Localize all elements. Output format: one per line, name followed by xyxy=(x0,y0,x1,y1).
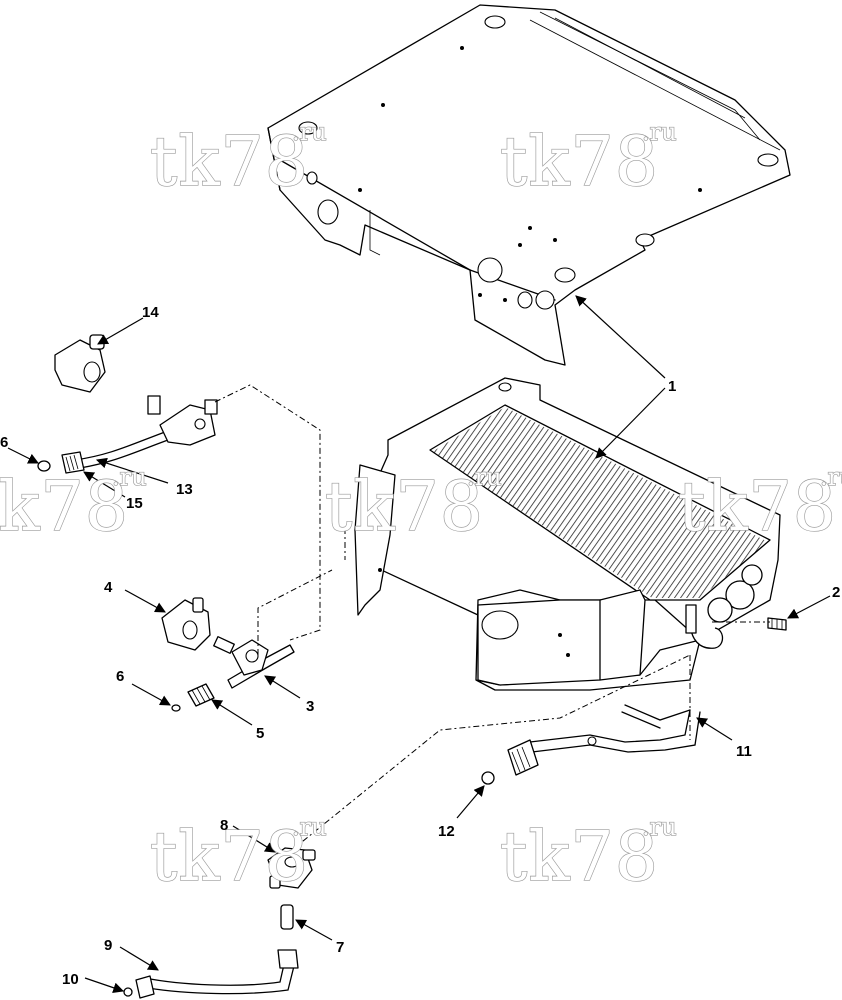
o-ring-12 xyxy=(481,771,495,785)
callouts: 1 2 3 4 5 6 6 7 8 9 10 11 12 13 14 15 xyxy=(0,304,840,988)
leader-8 xyxy=(232,825,276,853)
watermark-suffix-3: .ru xyxy=(112,463,147,491)
evaporator-coil xyxy=(354,377,781,691)
fitting-5 xyxy=(187,683,215,707)
watermark-2: tk78 xyxy=(500,123,659,202)
tube-stub-7 xyxy=(280,904,294,930)
callout-4: 4 xyxy=(104,579,113,596)
watermark-suffix-5: .ru xyxy=(820,463,842,491)
coil-part-14 xyxy=(54,334,106,393)
callout-10: 10 xyxy=(62,971,79,988)
callout-8: 8 xyxy=(220,817,228,834)
callout-15: 15 xyxy=(126,495,143,512)
tube-9 xyxy=(135,949,299,999)
o-ring-10 xyxy=(123,987,133,997)
watermark-suffix-2: .ru xyxy=(642,118,677,146)
leader-13 xyxy=(95,457,169,484)
watermark-5: tk78 xyxy=(678,468,837,547)
watermark-4: tk78 xyxy=(325,468,484,547)
callout-11: 11 xyxy=(736,743,752,760)
watermark-suffix-7: .ru xyxy=(642,813,677,841)
watermarks: tk78 .ru tk78 .ru tk78 .ru tk78 .ru tk78… xyxy=(0,117,842,897)
leader-1a xyxy=(575,295,666,379)
callout-2: 2 xyxy=(832,584,840,601)
leader-7 xyxy=(295,919,333,941)
watermark-6: tk78 xyxy=(150,818,309,897)
tube-11 xyxy=(507,704,701,776)
watermark-1: tk78 xyxy=(150,123,309,202)
callout-6-upper: 6 xyxy=(0,434,8,451)
coil-part-4 xyxy=(161,597,211,651)
leaders xyxy=(7,295,831,993)
callout-9: 9 xyxy=(104,937,112,954)
leader-3 xyxy=(264,675,301,699)
callout-14: 14 xyxy=(142,304,159,321)
watermark-suffix-6: .ru xyxy=(292,813,327,841)
watermark-suffix-1: .ru xyxy=(292,118,327,146)
fitting-2 xyxy=(767,617,787,631)
callout-1: 1 xyxy=(668,378,676,395)
watermark-3: tk78 xyxy=(0,468,129,547)
callout-6-lower: 6 xyxy=(116,668,124,685)
callout-5: 5 xyxy=(256,725,264,742)
assembly-lines xyxy=(214,384,770,851)
o-ring-6-upper xyxy=(37,460,51,472)
callout-13: 13 xyxy=(176,481,193,498)
mounting-plate xyxy=(267,4,791,366)
callout-12: 12 xyxy=(438,823,455,840)
leader-11 xyxy=(696,717,733,741)
valve-8 xyxy=(267,847,316,889)
valve-body-3 xyxy=(213,636,295,689)
o-ring-6-lower xyxy=(171,704,181,712)
leader-15 xyxy=(83,471,126,498)
leader-5 xyxy=(211,699,253,726)
leader-6-lower xyxy=(131,683,171,706)
leader-10 xyxy=(84,977,125,993)
leader-1b xyxy=(595,387,666,459)
leader-14 xyxy=(97,317,144,345)
watermark-suffix-4: .ru xyxy=(467,463,502,491)
leader-9 xyxy=(119,946,159,971)
leader-12 xyxy=(456,785,485,819)
leader-4 xyxy=(124,589,166,613)
tube-assembly-13 xyxy=(61,395,218,474)
leader-6-upper xyxy=(7,447,39,464)
watermark-7: tk78 xyxy=(500,818,659,897)
callout-7: 7 xyxy=(336,939,344,956)
callout-3: 3 xyxy=(306,698,314,715)
leader-2 xyxy=(787,595,831,619)
